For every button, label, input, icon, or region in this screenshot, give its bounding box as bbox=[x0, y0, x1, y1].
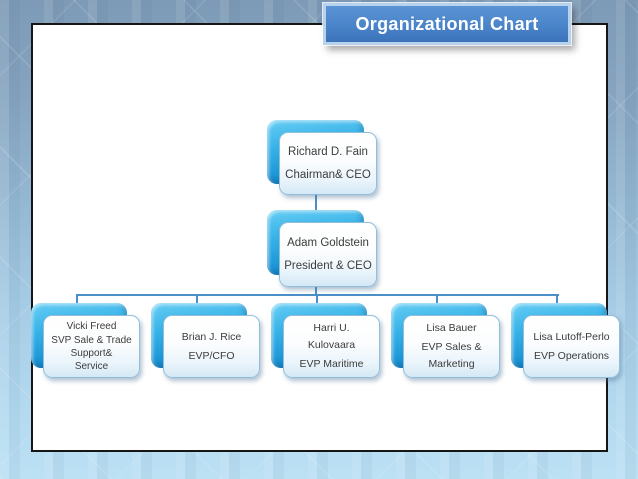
slide-canvas bbox=[31, 23, 608, 452]
connector-stub-1 bbox=[76, 294, 78, 304]
node-name: Brian J. Rice bbox=[181, 330, 242, 343]
slide-title: Organizational Chart bbox=[355, 13, 539, 34]
node-name: Richard D. Fain bbox=[288, 145, 368, 158]
connector-stub-4 bbox=[436, 294, 438, 304]
node-role: Chairman& CEO bbox=[285, 168, 371, 181]
node-name: Lisa Bauer bbox=[426, 322, 477, 335]
node-role: SVP Sale & Trade Support& Service bbox=[51, 334, 132, 373]
connector-ceo-drop bbox=[315, 287, 317, 295]
node-role: EVP Operations bbox=[533, 349, 610, 362]
node-role: President & CEO bbox=[284, 259, 372, 272]
node-front-card: Adam Goldstein President & CEO bbox=[279, 222, 377, 287]
node-name: Vicki Freed bbox=[66, 320, 117, 332]
connector-stub-3 bbox=[316, 294, 318, 304]
node-front-card: Harri U. Kulovaara EVP Maritime bbox=[283, 315, 380, 378]
connector-stub-5 bbox=[556, 294, 558, 304]
node-name: Adam Goldstein bbox=[287, 236, 369, 249]
node-role: EVP Maritime bbox=[299, 357, 364, 370]
node-name: Harri U. Kulovaara bbox=[307, 322, 356, 352]
connector-root-to-ceo bbox=[315, 194, 317, 213]
node-front-card: Brian J. Rice EVP/CFO bbox=[163, 315, 260, 378]
connector-horizontal-bus bbox=[77, 294, 559, 296]
node-front-card: Richard D. Fain Chairman& CEO bbox=[279, 132, 377, 195]
node-front-card: Lisa Bauer EVP Sales & Marketing bbox=[403, 315, 500, 378]
node-role: EVP/CFO bbox=[188, 349, 235, 362]
node-front-card: Lisa Lutoff-Perlo EVP Operations bbox=[523, 315, 620, 378]
node-front-card: Vicki Freed SVP Sale & Trade Support& Se… bbox=[43, 315, 140, 378]
node-role: EVP Sales & Marketing bbox=[421, 341, 482, 370]
node-name: Lisa Lutoff-Perlo bbox=[533, 330, 610, 343]
slide-title-box: Organizational Chart bbox=[323, 3, 571, 45]
connector-stub-2 bbox=[196, 294, 198, 304]
